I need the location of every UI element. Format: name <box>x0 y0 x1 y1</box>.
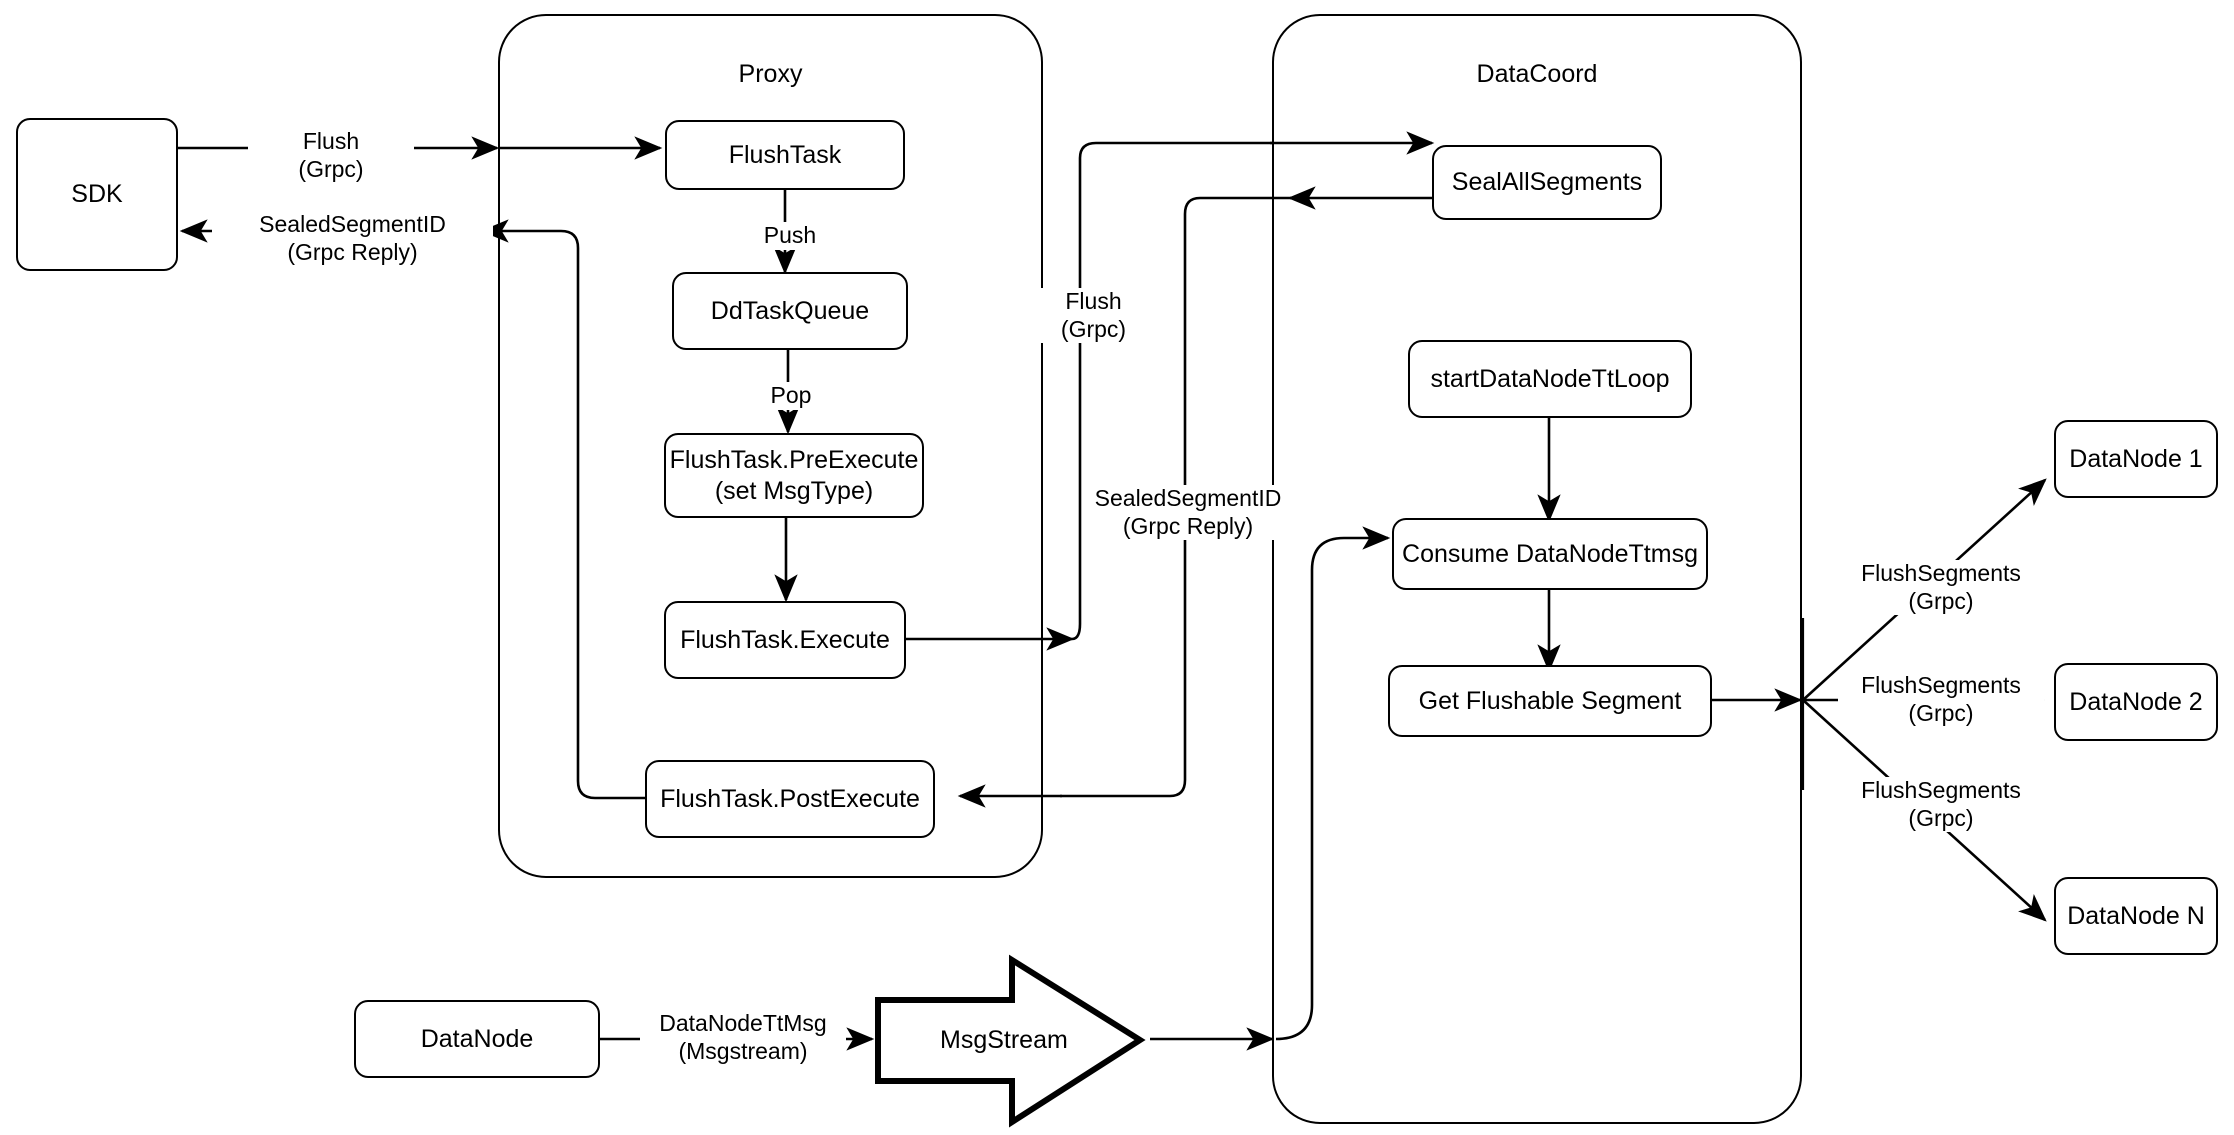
node-flush-task-execute[interactable]: FlushTask.Execute <box>664 601 906 679</box>
edge-label-proxy-to-datacoord: Flush (Grpc) <box>1038 288 1149 344</box>
container-proxy-title: Proxy <box>738 60 803 88</box>
node-get-flushable-segment[interactable]: Get Flushable Segment <box>1388 665 1712 737</box>
edge-label-flush-segments-1: FlushSegments (Grpc) <box>1838 560 2044 616</box>
node-datanode-n[interactable]: DataNode N <box>2054 877 2218 955</box>
container-proxy <box>498 14 1043 878</box>
node-sdk[interactable]: SDK <box>16 118 178 271</box>
edge-label-datanode-tt-msg: DataNodeTtMsg (Msgstream) <box>640 1010 846 1066</box>
container-datacoord <box>1272 14 1802 1124</box>
node-datanode-1[interactable]: DataNode 1 <box>2054 420 2218 498</box>
node-datanode-source[interactable]: DataNode <box>354 1000 600 1078</box>
container-datacoord-title: DataCoord <box>1476 60 1598 88</box>
edge-label-flush-segments-n: FlushSegments (Grpc) <box>1838 777 2044 833</box>
node-flush-task-post-execute[interactable]: FlushTask.PostExecute <box>645 760 935 838</box>
edge-label-pop: Pop <box>748 382 834 410</box>
edge-label-proxy-to-sdk: SealedSegmentID (Grpc Reply) <box>212 211 493 267</box>
node-start-datanode-tt-loop[interactable]: startDataNodeTtLoop <box>1408 340 1692 418</box>
node-flush-task[interactable]: FlushTask <box>665 120 905 190</box>
edge-label-push: Push <box>742 222 838 250</box>
edge-flush-rail-up <box>1071 141 1272 641</box>
node-msgstream-label[interactable]: MsgStream <box>940 1026 1068 1054</box>
edge-label-datacoord-to-proxy: SealedSegmentID (Grpc Reply) <box>1085 485 1291 541</box>
node-dd-task-queue[interactable]: DdTaskQueue <box>672 272 908 350</box>
node-flush-task-pre-execute[interactable]: FlushTask.PreExecute (set MsgType) <box>664 433 924 518</box>
node-seal-all-segments[interactable]: SealAllSegments <box>1432 145 1662 220</box>
edge-label-sdk-to-proxy: Flush (Grpc) <box>248 128 414 184</box>
node-consume-datanode-ttmsg[interactable]: Consume DataNodeTtmsg <box>1392 518 1708 590</box>
node-datanode-2[interactable]: DataNode 2 <box>2054 663 2218 741</box>
edge-label-flush-segments-2: FlushSegments (Grpc) <box>1838 672 2044 728</box>
